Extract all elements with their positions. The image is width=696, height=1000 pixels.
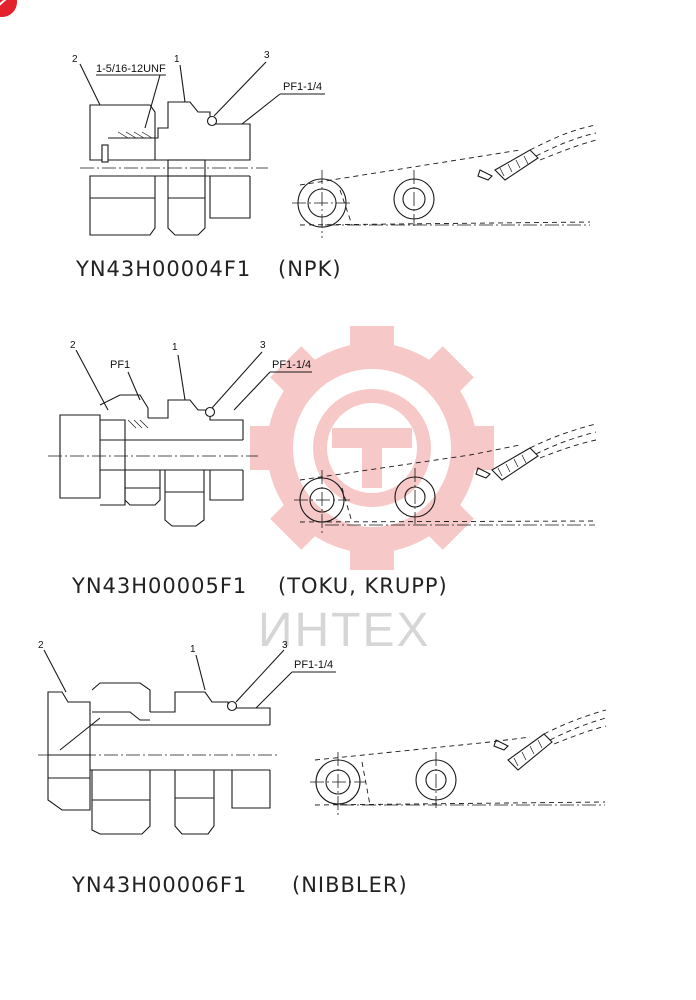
variant-label: (TOKU, KRUPP) [278, 574, 448, 598]
callout-2: 2 [38, 640, 44, 651]
machine-sketch [294, 423, 597, 535]
part-number: YN43H00006F1 [71, 873, 247, 897]
machine-sketch [292, 124, 597, 238]
variant-label: (NIBBLER) [292, 873, 408, 897]
callout-2: 2 [70, 340, 76, 351]
callout-1: 1 [174, 54, 180, 65]
fitting-drawing [79, 61, 325, 236]
part-number: YN43H00005F1 [71, 574, 247, 598]
variant-label: (NPK) [278, 257, 342, 281]
callout-1: 1 [190, 644, 196, 655]
port-label: PF1-1/4 [272, 359, 311, 371]
figure-2: 2 1 3 PF1 PF1-1/4 YN43H00005F1 (TOKU, KR… [48, 340, 597, 598]
part-number: YN43H00004F1 [75, 257, 251, 281]
port-label: PF1-1/4 [283, 81, 322, 93]
corner-badge [0, 0, 17, 17]
port-label: PF1-1/4 [294, 659, 333, 671]
callout-3: 3 [282, 640, 288, 651]
watermark-gear-icon [250, 326, 494, 570]
figure-1: 2 1 3 1-5/16-12UNF PF1-1/4 YN43H00004F1 [72, 50, 597, 281]
callout-2: 2 [72, 54, 78, 65]
fitting-drawing [38, 649, 336, 835]
callout-3: 3 [260, 340, 266, 351]
callout-1: 1 [172, 342, 178, 353]
figure-3: 2 1 3 PF1-1/4 YN43H00006F1 (NIBBLER) [38, 640, 607, 897]
watermark-text: ИНТЕХ [258, 604, 431, 657]
thread-label: PF1 [110, 359, 130, 371]
fitting-drawing [48, 349, 312, 527]
thread-label: 1-5/16-12UNF [96, 63, 166, 75]
machine-sketch [310, 709, 607, 816]
callout-3: 3 [264, 50, 270, 61]
